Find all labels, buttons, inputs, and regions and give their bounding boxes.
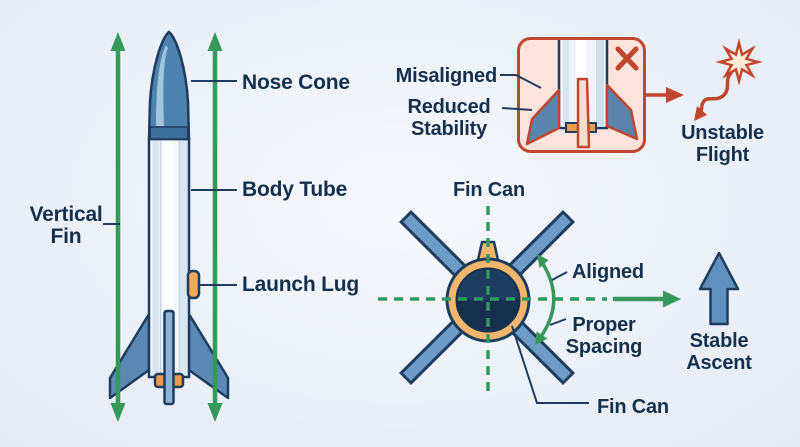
nose-cone-shape xyxy=(147,30,191,141)
crosshair-dashed-lines xyxy=(378,206,607,394)
explosion-burst-icon xyxy=(715,38,763,86)
x-mark-icon xyxy=(615,46,639,71)
unstable-flight-label: Unstable Flight xyxy=(681,122,764,166)
misaligned-label: Misaligned xyxy=(395,65,498,87)
reduced-stability-label: Reduced Stability xyxy=(407,96,491,140)
unstable-squiggle-arrow-icon xyxy=(694,71,733,121)
launch-lug-shape xyxy=(186,269,201,300)
stable-ascent-arrow-icon xyxy=(698,251,740,326)
red-flow-arrow-icon xyxy=(645,87,684,103)
body-shade-right xyxy=(180,140,188,376)
alignment-angle-arrow-icon xyxy=(535,253,556,345)
misaligned-rocket xyxy=(525,40,639,149)
leader-lines-fincan xyxy=(511,271,589,404)
nose-cone-label: Nose Cone xyxy=(242,71,350,94)
green-flow-arrow-icon xyxy=(613,290,681,308)
rocket-side-view xyxy=(108,30,230,406)
leader-lines-left xyxy=(103,80,237,286)
body-tube-label: Body Tube xyxy=(242,178,348,201)
proper-spacing-label: Proper Spacing xyxy=(565,314,643,358)
fin-can-bottom-label: Fin Can xyxy=(597,396,669,418)
vertical-measure-arrow-right xyxy=(207,32,223,422)
nose-highlight xyxy=(156,45,168,126)
body-highlight xyxy=(164,140,174,376)
nose-base-band xyxy=(149,126,189,140)
fin-right xyxy=(187,312,230,400)
fin-can-cross-section xyxy=(378,206,740,404)
vertical-measure-arrow-left xyxy=(110,32,126,422)
stable-ascent-label: Stable Ascent xyxy=(686,330,752,374)
launch-lug-label: Launch Lug xyxy=(242,273,359,296)
leader-lines-panel xyxy=(500,74,542,111)
vertical-fin-label: Vertical Fin xyxy=(29,203,103,248)
aligned-label: Aligned xyxy=(572,261,644,283)
body-shade-left xyxy=(152,140,159,376)
vertical-fin-shape xyxy=(163,309,175,406)
misalignment-panel xyxy=(500,37,763,153)
fin-can-top-label: Fin Can xyxy=(453,179,525,201)
